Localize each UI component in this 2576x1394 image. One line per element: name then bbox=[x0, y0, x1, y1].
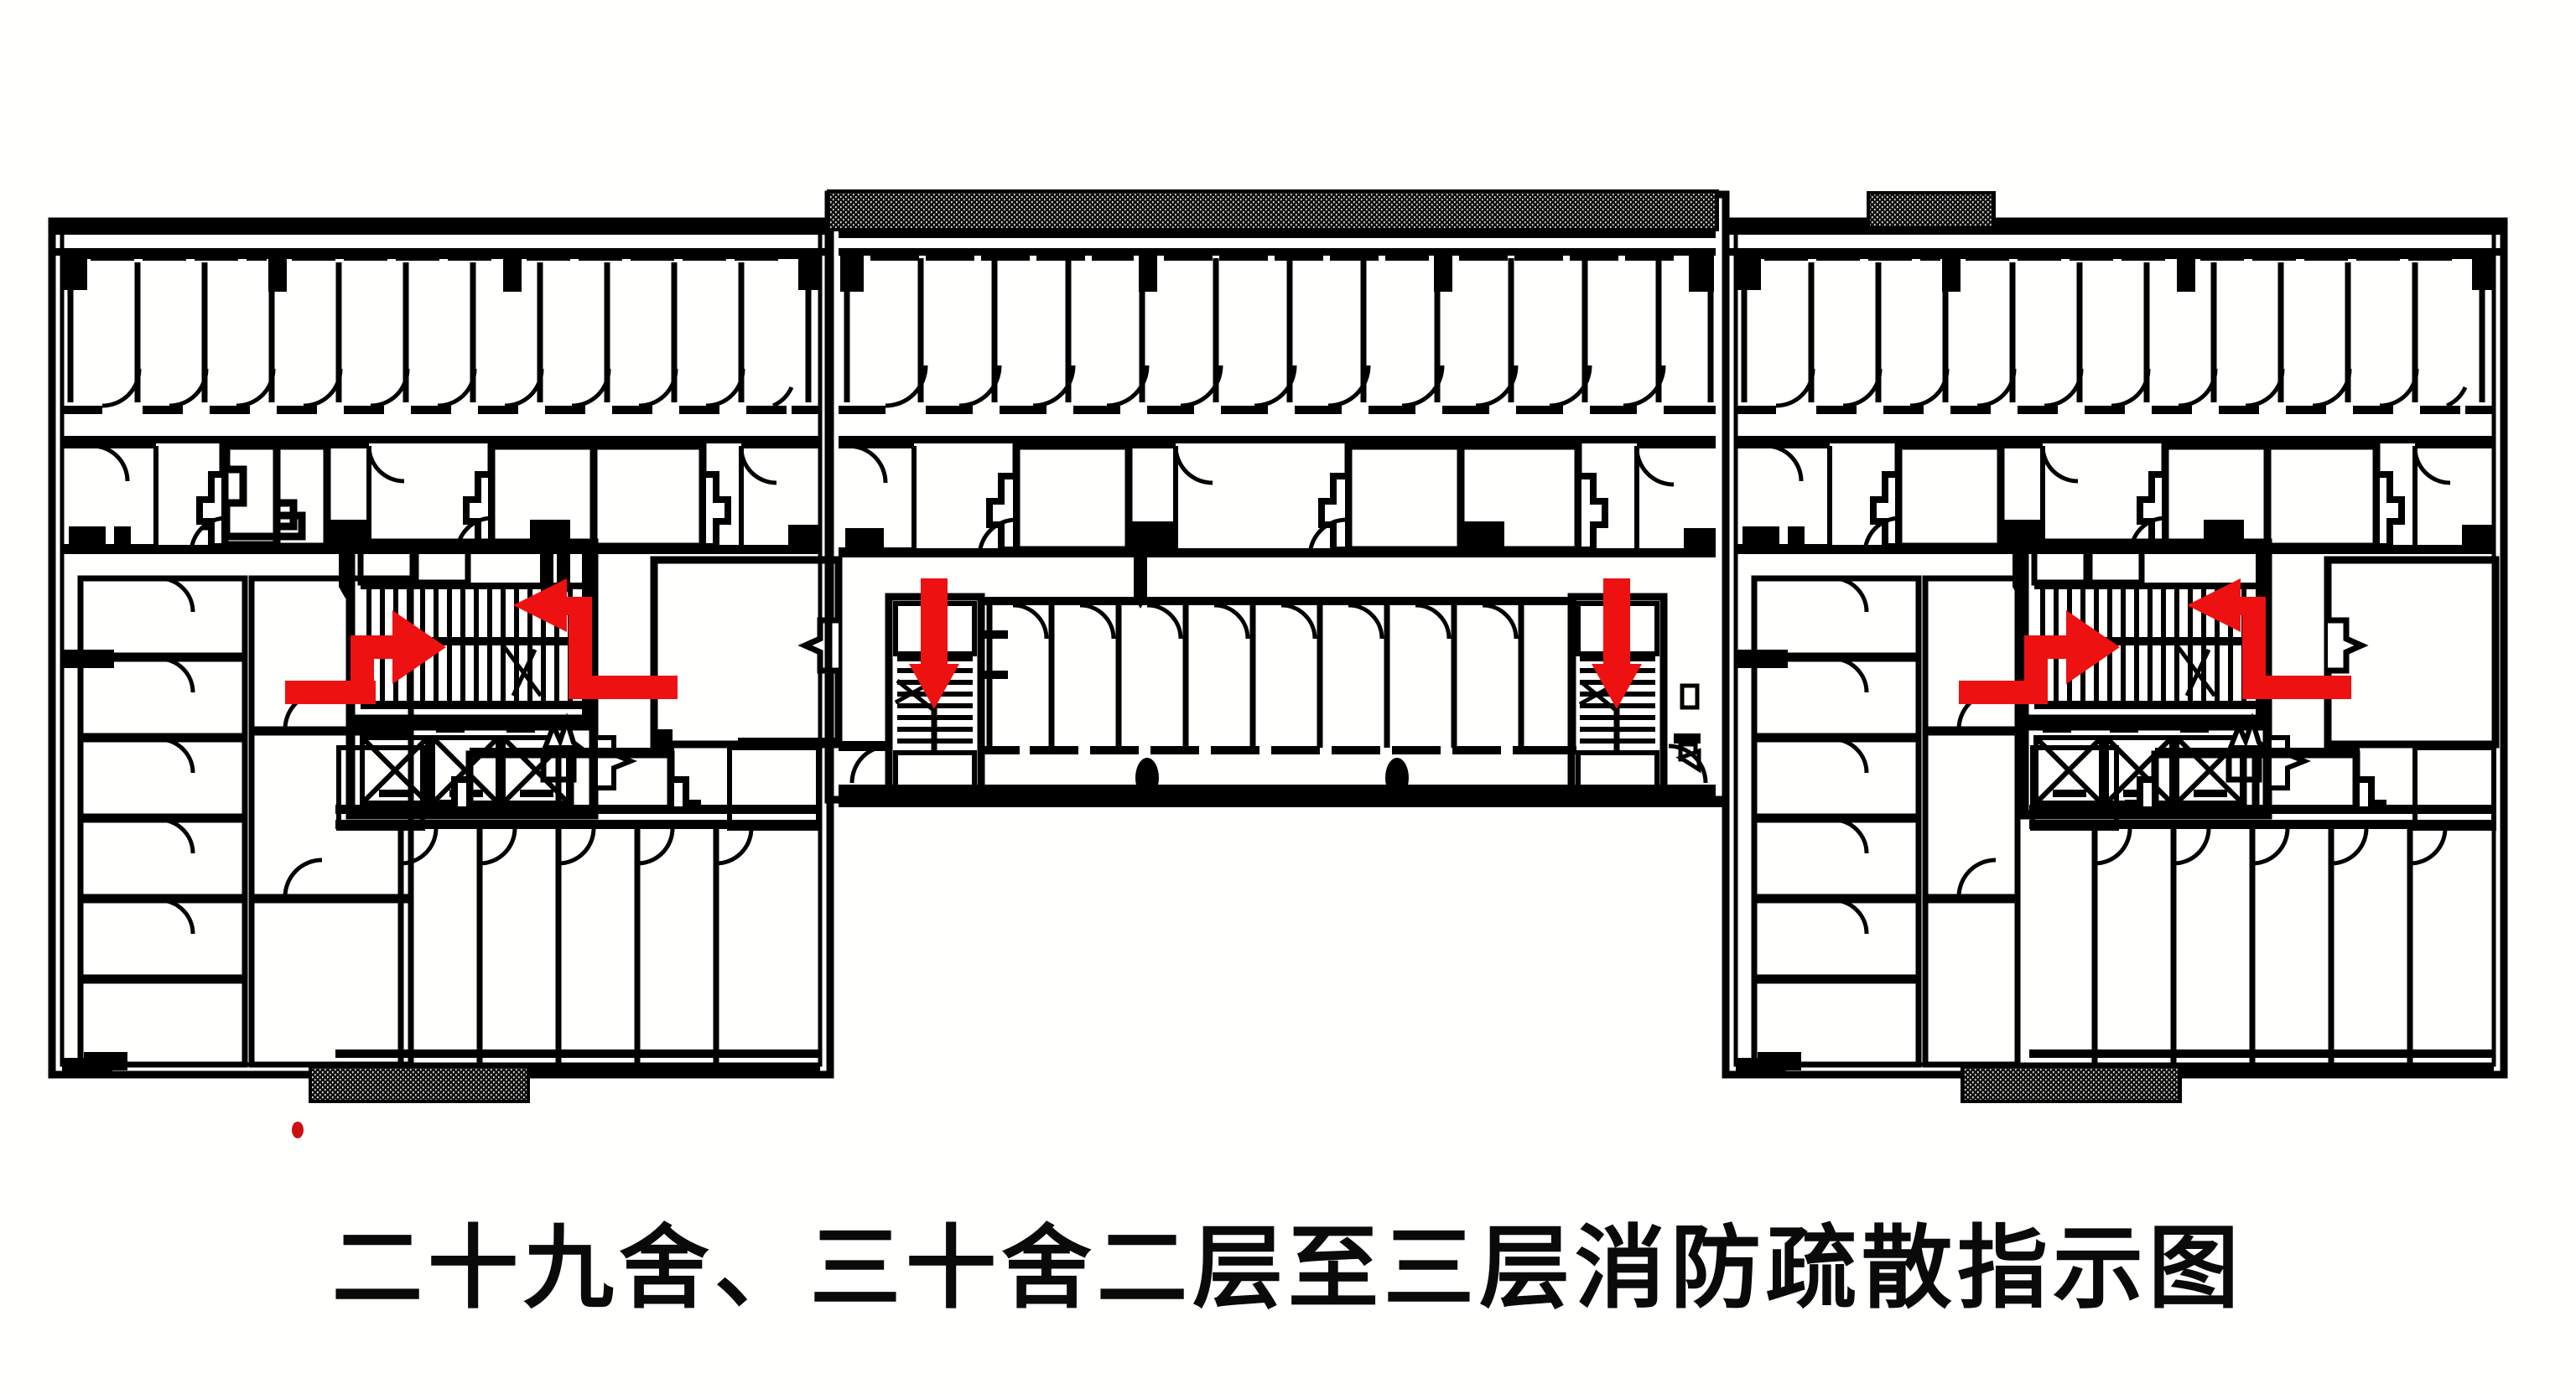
route-west-stair bbox=[285, 578, 678, 704]
center-corridor bbox=[839, 597, 1726, 807]
east-wc-cluster bbox=[2029, 713, 2496, 831]
plan-title-row: 二十九舍、三十舍二层至三层消防疏散指示图 bbox=[0, 1216, 2576, 1321]
west-upper-left-cluster bbox=[77, 575, 248, 659]
roof-hatch-blocks bbox=[309, 189, 2182, 1103]
west-north-rooms bbox=[62, 251, 822, 414]
evacuation-routes bbox=[285, 578, 2351, 1138]
west-wc-cluster bbox=[335, 713, 821, 831]
red-dot-marker bbox=[292, 1122, 304, 1138]
center-service-band bbox=[839, 436, 1716, 609]
west-wing bbox=[48, 217, 843, 1079]
west-lower-left-details bbox=[62, 650, 127, 1073]
east-north-rooms bbox=[1736, 251, 2496, 414]
route-center-left bbox=[909, 578, 959, 709]
page-title: 二十九舍、三十舍二层至三层消防疏散指示图 bbox=[331, 1216, 2244, 1321]
west-bottom-rooms bbox=[335, 820, 820, 1074]
elevators-west bbox=[345, 721, 638, 820]
route-center-right bbox=[1592, 578, 1642, 709]
center-north-rooms bbox=[839, 251, 1716, 414]
east-bottom-rooms bbox=[2029, 820, 2494, 1074]
route-east-stair bbox=[1959, 578, 2351, 704]
